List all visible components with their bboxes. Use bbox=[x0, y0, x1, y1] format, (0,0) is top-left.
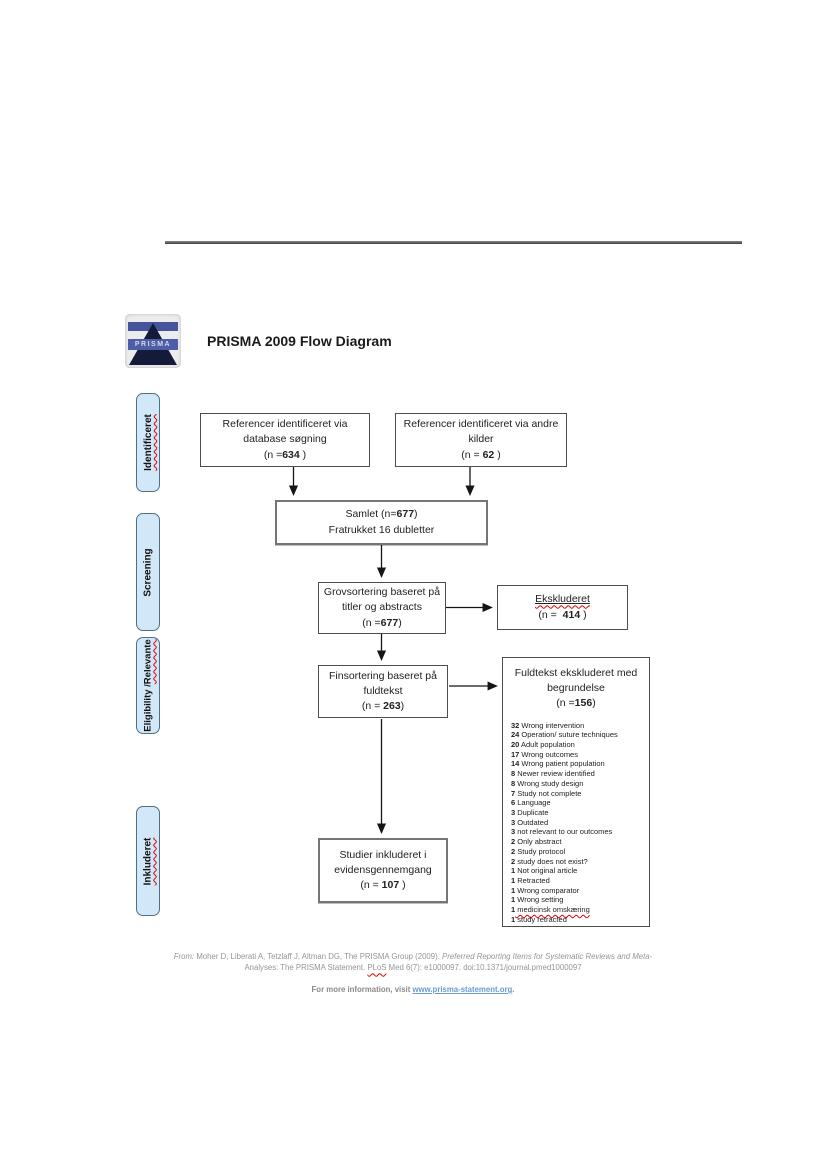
box-line: Fratrukket 16 dubletter bbox=[328, 523, 435, 536]
box-count: (n =634 ) bbox=[263, 448, 307, 461]
exclusion-reason-item: 1 Retracted bbox=[511, 875, 550, 885]
exclusion-reason-item: 2 Study protocol bbox=[511, 846, 566, 856]
prisma-logo: PRISMA bbox=[125, 314, 181, 368]
exclusion-reason-item: 32 Wrong intervention bbox=[511, 720, 585, 730]
logo-wordmark: PRISMA bbox=[128, 339, 178, 350]
stage-label-text: Screening bbox=[142, 547, 154, 597]
top-divider bbox=[165, 241, 742, 244]
exclusion-reason-item: 2 Only abstract bbox=[511, 837, 562, 847]
journal-name: PLoS bbox=[367, 963, 387, 973]
stage-label-eligibility: Eligibility /Relevante bbox=[136, 637, 160, 734]
flow-box-other-sources: Referencer identificeret via andre kilde… bbox=[395, 413, 567, 467]
box-line: Studier inkluderet i bbox=[339, 848, 427, 861]
box-count: (n = 62 ) bbox=[461, 448, 501, 461]
flow-box-title-abstract-screen: Grovsortering baseret på titler og abstr… bbox=[318, 582, 446, 634]
box-line: Fuldtekst ekskluderet med bbox=[514, 667, 638, 679]
box-line: begrundelse bbox=[547, 682, 605, 695]
exclusion-reason-item: 1 medicinsk omskæring bbox=[511, 905, 590, 915]
box-line: Samlet (n=677) bbox=[345, 508, 418, 521]
flow-box-fulltext-excluded: Fuldtekst ekskluderet med begrundelse (n… bbox=[502, 657, 650, 927]
logo-text: PRISMA bbox=[134, 341, 172, 348]
exclusion-reason-item: 3 Outdated bbox=[511, 817, 549, 827]
box-count: (n =677) bbox=[362, 616, 402, 629]
exclusion-reason-item: 6 Language bbox=[511, 798, 551, 808]
box-line: titler og abstracts bbox=[342, 601, 422, 614]
box-count: (n =156) bbox=[556, 697, 596, 710]
box-count: (n = 414 ) bbox=[538, 608, 587, 621]
exclusion-reason-item: 7 Study not complete bbox=[511, 788, 582, 798]
box-line: database søgning bbox=[243, 433, 327, 446]
box-line: Referencer identificeret via andre bbox=[403, 418, 559, 431]
exclusion-reason-item: 1 study retracted bbox=[511, 914, 567, 924]
stage-label-text: Identificeret bbox=[142, 414, 154, 471]
prisma-statement-link[interactable]: www.prisma-statement.org bbox=[412, 985, 513, 994]
flow-box-excluded: Ekskluderet (n = 414 ) bbox=[497, 585, 628, 630]
box-count: (n = 107 ) bbox=[360, 879, 406, 892]
flow-box-combined: Samlet (n=677) Fratrukket 16 dubletter bbox=[275, 500, 488, 545]
stage-label-text: Eligibility /Relevante bbox=[142, 639, 154, 732]
stage-label-text: Inkluderet bbox=[142, 837, 154, 885]
box-title: Ekskluderet bbox=[535, 593, 590, 606]
exclusion-reason-item: 3 Duplicate bbox=[511, 807, 549, 817]
exclusion-reason-item: 1 Wrong setting bbox=[511, 895, 564, 905]
flow-box-included: Studier inkluderet i evidensgennemgang (… bbox=[318, 838, 448, 903]
stage-label-identificeret: Identificeret bbox=[136, 393, 160, 492]
exclusion-reason-item: 14 Wrong patient population bbox=[511, 759, 605, 769]
flow-box-fulltext-screen: Finsortering baseret på fuldtekst (n = 2… bbox=[318, 665, 448, 718]
box-count: (n = 263) bbox=[361, 700, 405, 713]
exclusion-reason-item: 1 Not original article bbox=[511, 866, 578, 876]
flow-box-database-search: Referencer identificeret via database sø… bbox=[200, 413, 370, 467]
stage-label-inkluderet: Inkluderet bbox=[136, 806, 160, 916]
box-line: fuldtekst bbox=[363, 684, 403, 697]
box-line: Finsortering baseret på bbox=[329, 669, 437, 682]
exclusion-reason-item: 24 Operation/ suture techniques bbox=[511, 730, 618, 740]
exclusion-reason-item: 1 Wrong comparator bbox=[511, 885, 580, 895]
exclusion-reason-item: 3 not relevant to our outcomes bbox=[511, 827, 613, 837]
page-title: PRISMA 2009 Flow Diagram bbox=[207, 333, 392, 349]
exclusion-reason-item: 20 Adult population bbox=[511, 740, 575, 750]
footer-citation: From: Moher D, Liberati A, Tetzlaff J, A… bbox=[173, 952, 653, 973]
exclusion-reason-item: 8 Newer review identified bbox=[511, 769, 595, 779]
exclusion-reason-item: 8 Wrong study design bbox=[511, 778, 584, 788]
box-line: Grovsortering baseret på bbox=[323, 586, 441, 599]
box-line: evidensgennemgang bbox=[334, 863, 432, 876]
exclusion-reason-item: 2 study does not exist? bbox=[511, 856, 588, 866]
exclusion-reason-item: 17 Wrong outcomes bbox=[511, 749, 578, 759]
box-line: kilder bbox=[468, 433, 494, 446]
stage-label-screening: Screening bbox=[136, 513, 160, 631]
box-line: Referencer identificeret via bbox=[222, 418, 348, 431]
footer-info: For more information, visit www.prisma-s… bbox=[311, 985, 515, 994]
